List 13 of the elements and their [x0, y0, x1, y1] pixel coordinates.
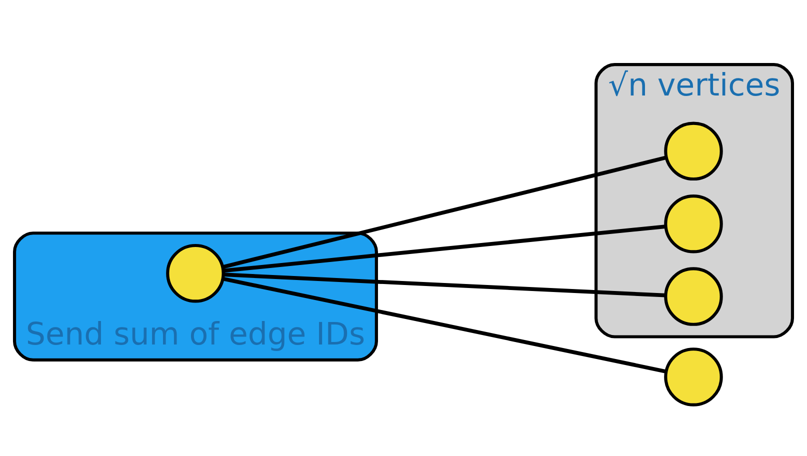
connector	[222, 276, 666, 373]
node-circle	[664, 194, 723, 253]
connector	[223, 224, 666, 272]
node-circle	[664, 121, 723, 180]
node-label: Send sum of edge IDs	[26, 316, 366, 352]
connector	[224, 272, 666, 297]
node-circle	[664, 266, 723, 326]
cluster	[12, 231, 378, 361]
node-circle	[664, 347, 723, 406]
node-label: √n vertices	[608, 66, 780, 103]
connector	[222, 155, 667, 268]
cluster	[594, 62, 794, 338]
node-circle	[166, 243, 225, 302]
